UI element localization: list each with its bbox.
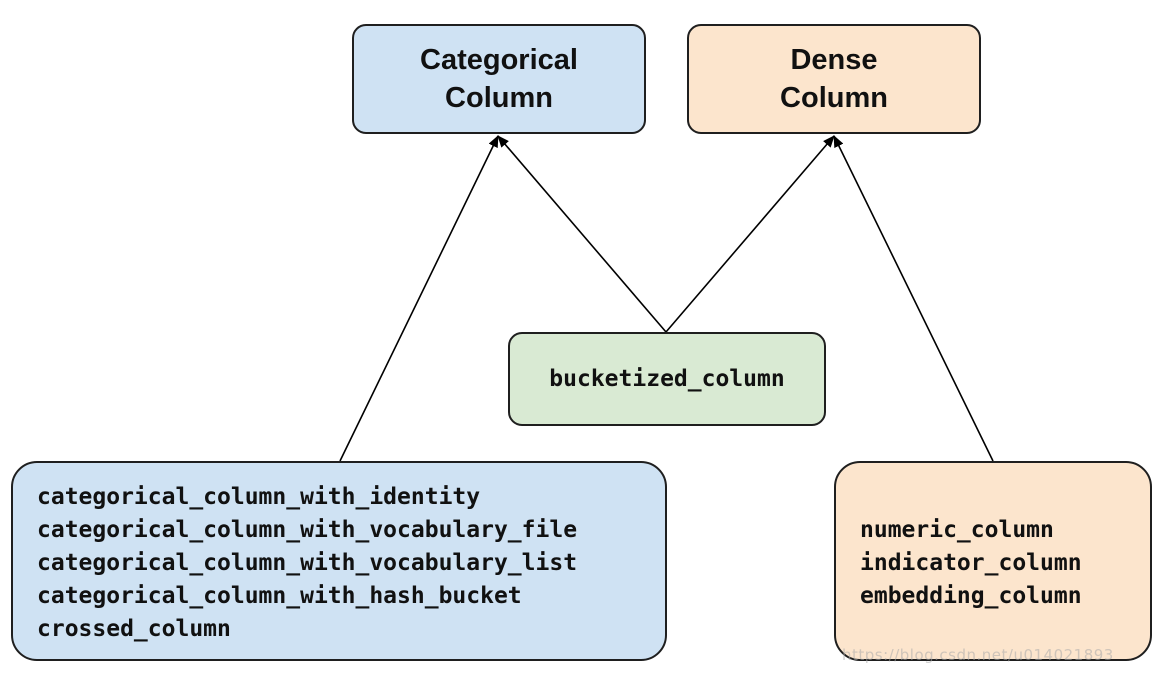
categorical-column-node: Categorical Column — [352, 24, 646, 134]
edge-categorical-list-to-categorical-title — [339, 135, 499, 462]
dense-column-title-line-1: Dense — [790, 44, 878, 76]
edge-bucketized-to-categorical-title — [497, 135, 667, 333]
edge-dense-list-to-dense-title — [833, 135, 994, 462]
dense-column-title-line-2: Column — [780, 82, 888, 114]
dense-column-node: Dense Column — [687, 24, 981, 134]
categorical-column-title-line-1: Categorical — [420, 44, 578, 76]
list-item: numeric_column — [860, 516, 1054, 543]
list-item: embedding_column — [860, 582, 1082, 609]
bucketized-column-node: bucketized_column — [508, 332, 826, 426]
list-item: categorical_column_with_vocabulary_list — [37, 549, 578, 576]
watermark: https://blog.csdn.net/u014021893 — [842, 646, 1114, 664]
list-item: categorical_column_with_vocabulary_file — [37, 516, 578, 543]
list-item: indicator_column — [860, 549, 1082, 576]
list-item: crossed_column — [37, 615, 231, 642]
categorical-column-title-line-2: Column — [445, 82, 553, 114]
categorical-columns-list-node: categorical_column_with_identity categor… — [11, 461, 667, 661]
edge-bucketized-to-dense-title — [665, 135, 835, 333]
list-item: categorical_column_with_hash_bucket — [37, 582, 522, 609]
bucketized-column-label: bucketized_column — [549, 365, 785, 392]
list-item: categorical_column_with_identity — [37, 483, 481, 510]
dense-columns-list-node: numeric_column indicator_column embeddin… — [834, 461, 1152, 661]
